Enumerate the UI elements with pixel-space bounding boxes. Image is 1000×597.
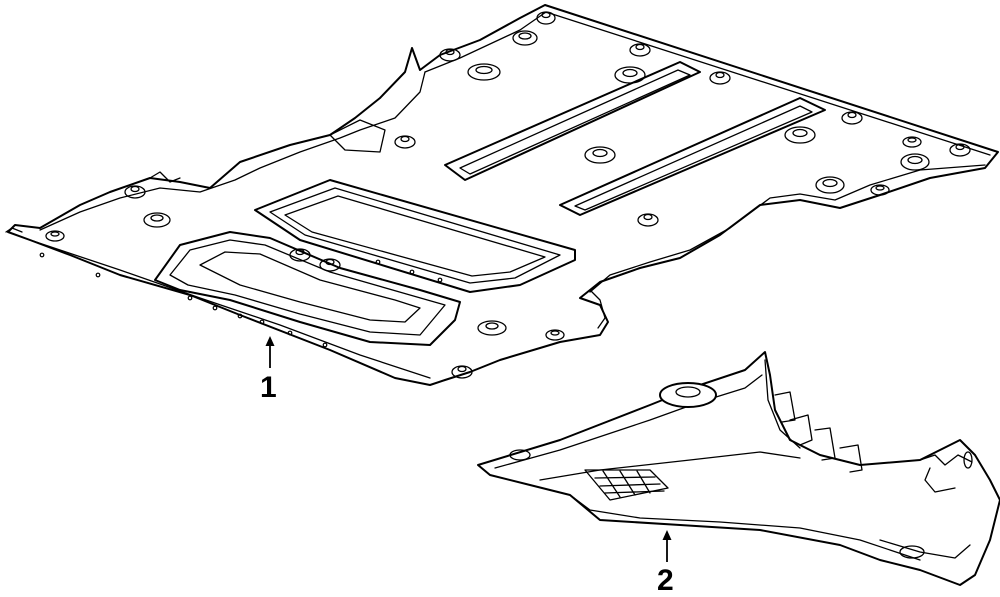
underbody-shield-part-1 [5,4,999,386]
leader-arrow-2 [662,530,672,562]
mounting-holes [45,11,971,379]
callout-number-1: 1 [260,371,277,404]
callout-number-2: 2 [657,564,674,597]
front-shield-part-2 [477,351,1000,586]
leader-arrow-1 [265,336,275,368]
edge-holes [39,252,443,348]
